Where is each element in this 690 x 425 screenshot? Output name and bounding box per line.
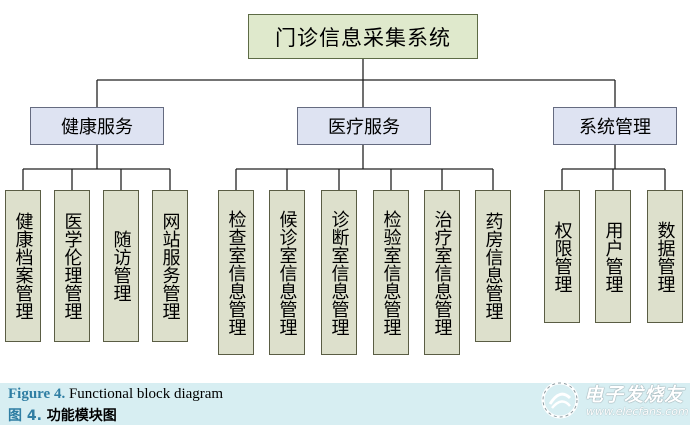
leaf-node-follow-up: 随访管理 (103, 190, 139, 342)
root-node: 门诊信息采集系统 (248, 14, 478, 59)
leaf-node-website-service: 网站服务管理 (152, 190, 188, 342)
connector-lines (22, 59, 666, 190)
watermark-url: www.elecfans.com (586, 405, 689, 418)
leaf-node-data: 数据管理 (647, 190, 683, 323)
leaf-node-diagnosis-room: 诊断室信息管理 (321, 190, 357, 355)
caption-figure-number-zh: 图 4. (8, 408, 42, 424)
caption-chinese-text: 功能模块图 (41, 408, 117, 424)
leaf-node-waiting-room: 候诊室信息管理 (269, 190, 305, 355)
leaf-node-lab-room: 检验室信息管理 (373, 190, 409, 355)
leaf-node-medical-ethics: 医学伦理管理 (54, 190, 90, 342)
caption-chinese: 图 4. 功能模块图 (8, 405, 117, 425)
leaf-node-treatment-room: 治疗室信息管理 (424, 190, 460, 355)
caption-english-text: Functional block diagram (65, 386, 224, 402)
leaf-node-permissions: 权限管理 (544, 190, 580, 323)
group-node-system-management: 系统管理 (553, 107, 677, 145)
leaf-node-pharmacy: 药房信息管理 (475, 190, 511, 342)
diagram-canvas: 门诊信息采集系统 健康服务 医疗服务 系统管理 健康档案管理 医学伦理管理 随访… (5, 14, 683, 355)
leaf-node-health-records: 健康档案管理 (5, 190, 41, 342)
caption-figure-number: Figure 4. (8, 386, 66, 402)
watermark-brand: 电子发烧友 (584, 384, 685, 406)
leaf-node-users: 用户管理 (595, 190, 631, 323)
leaf-node-exam-room: 检查室信息管理 (218, 190, 254, 355)
caption-english: Figure 4. Functional block diagram (8, 386, 223, 403)
group-node-medical-services: 医疗服务 (297, 107, 431, 145)
group-node-health-services: 健康服务 (30, 107, 164, 145)
watermark: 电子发烧友 www.elecfans.com (540, 378, 689, 422)
elecfans-logo-icon (541, 381, 579, 419)
